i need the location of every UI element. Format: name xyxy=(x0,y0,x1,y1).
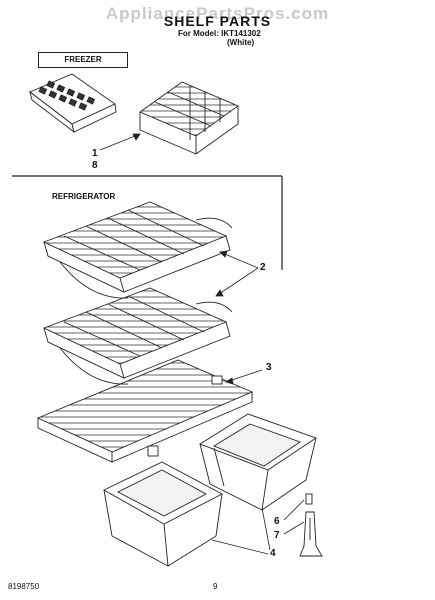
callout-leader-6-7 xyxy=(283,499,305,535)
callout-leader-4 xyxy=(211,507,271,555)
wire-shelf-lower xyxy=(42,287,233,385)
callout-leader-2 xyxy=(215,250,259,297)
document-number: 8198750 xyxy=(8,582,40,591)
page-title: SHELF PARTS xyxy=(163,13,272,29)
callout-leader-1-8 xyxy=(99,133,141,151)
crisper-drawer-left xyxy=(103,461,223,567)
callout-number-6: 6 xyxy=(274,516,280,527)
ice-cube-tray xyxy=(29,73,117,134)
callout-number-4: 4 xyxy=(270,548,276,559)
callout-number-1: 1 xyxy=(92,148,98,159)
callout-number-8: 8 xyxy=(92,160,98,171)
callout-number-7: 7 xyxy=(274,530,280,541)
refrigerator-section-label: REFRIGERATOR xyxy=(52,192,116,201)
crisper-drawer-right xyxy=(198,413,317,511)
model-line: For Model: IKT141302 xyxy=(178,29,261,38)
callout-number-3: 3 xyxy=(266,362,272,373)
crisper-cover-shelf xyxy=(36,359,254,463)
callout-leader-3 xyxy=(225,369,263,385)
wire-shelf-upper xyxy=(42,201,233,299)
page-number: 9 xyxy=(213,582,218,591)
freezer-section-label: FREEZER xyxy=(38,52,128,68)
color-line: (White) xyxy=(227,38,255,47)
callout-number-2: 2 xyxy=(260,262,266,273)
humidity-control-parts xyxy=(299,493,323,557)
section-divider xyxy=(12,175,283,270)
freezer-shelf xyxy=(139,81,239,155)
watermark-text: AppliancePartsPros.com xyxy=(105,4,330,23)
